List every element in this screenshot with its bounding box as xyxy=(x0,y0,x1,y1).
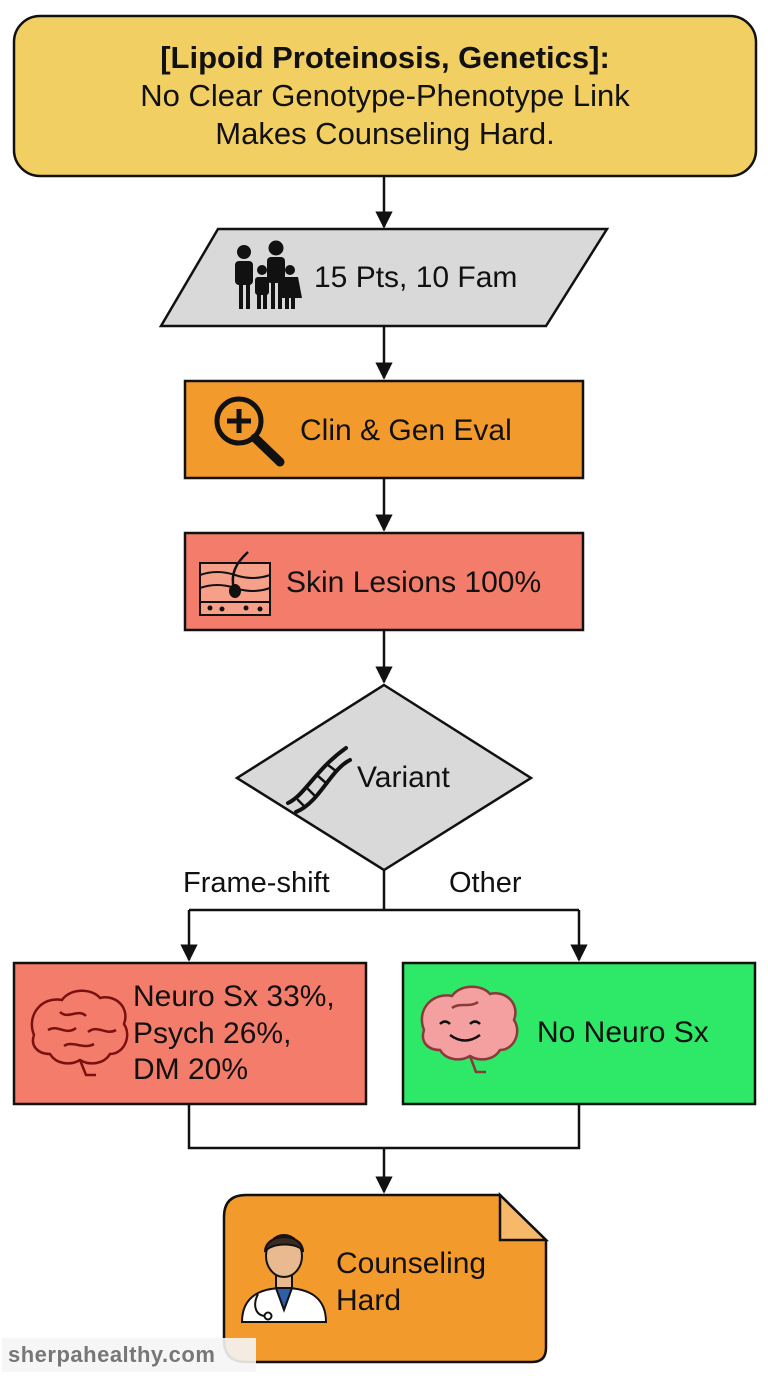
doctor-icon xyxy=(240,1234,328,1323)
evaluation-label: Clin & Gen Eval xyxy=(300,413,512,447)
variant-label: Variant xyxy=(357,760,450,794)
counseling-fold xyxy=(498,1192,550,1242)
neuro-line-1: Neuro Sx 33%, xyxy=(133,980,335,1014)
title-line-3: Makes Counseling Hard. xyxy=(215,115,555,151)
magnifier-plus-icon xyxy=(214,396,285,467)
skin-layers-icon xyxy=(199,551,271,616)
title-line-1: [Lipoid Proteinosis, Genetics]: xyxy=(160,40,610,76)
variant-decision-node xyxy=(234,683,534,872)
skin-label: Skin Lesions 100% xyxy=(286,565,542,599)
counseling-text: Counseling Hard xyxy=(336,1240,486,1326)
title-text: [Lipoid Proteinosis, Genetics]: No Clear… xyxy=(14,16,756,176)
watermark: sherpahealthy.com xyxy=(2,1338,256,1372)
neuro-text: Neuro Sx 33%, Psych 26%, DM 20% xyxy=(133,970,335,1098)
neuro-line-2: Psych 26%, xyxy=(133,1016,292,1050)
branch-label-frameshift: Frame-shift xyxy=(183,867,330,899)
counseling-line-2: Hard xyxy=(336,1284,402,1317)
branch-label-other: Other xyxy=(449,867,522,899)
counseling-line-1: Counseling xyxy=(336,1247,487,1281)
happy-brain-icon xyxy=(420,985,519,1074)
patients-label: 15 Pts, 10 Fam xyxy=(314,260,518,294)
family-icon xyxy=(235,240,302,309)
brain-icon xyxy=(30,989,129,1077)
neuro-line-3: DM 20% xyxy=(133,1053,249,1087)
dna-icon xyxy=(286,746,352,814)
no-neuro-label: No Neuro Sx xyxy=(537,1015,709,1049)
evaluation-node xyxy=(183,379,585,480)
title-line-2: No Clear Genotype-Phenotype Link xyxy=(140,78,630,114)
merge-connector xyxy=(187,1104,581,1150)
